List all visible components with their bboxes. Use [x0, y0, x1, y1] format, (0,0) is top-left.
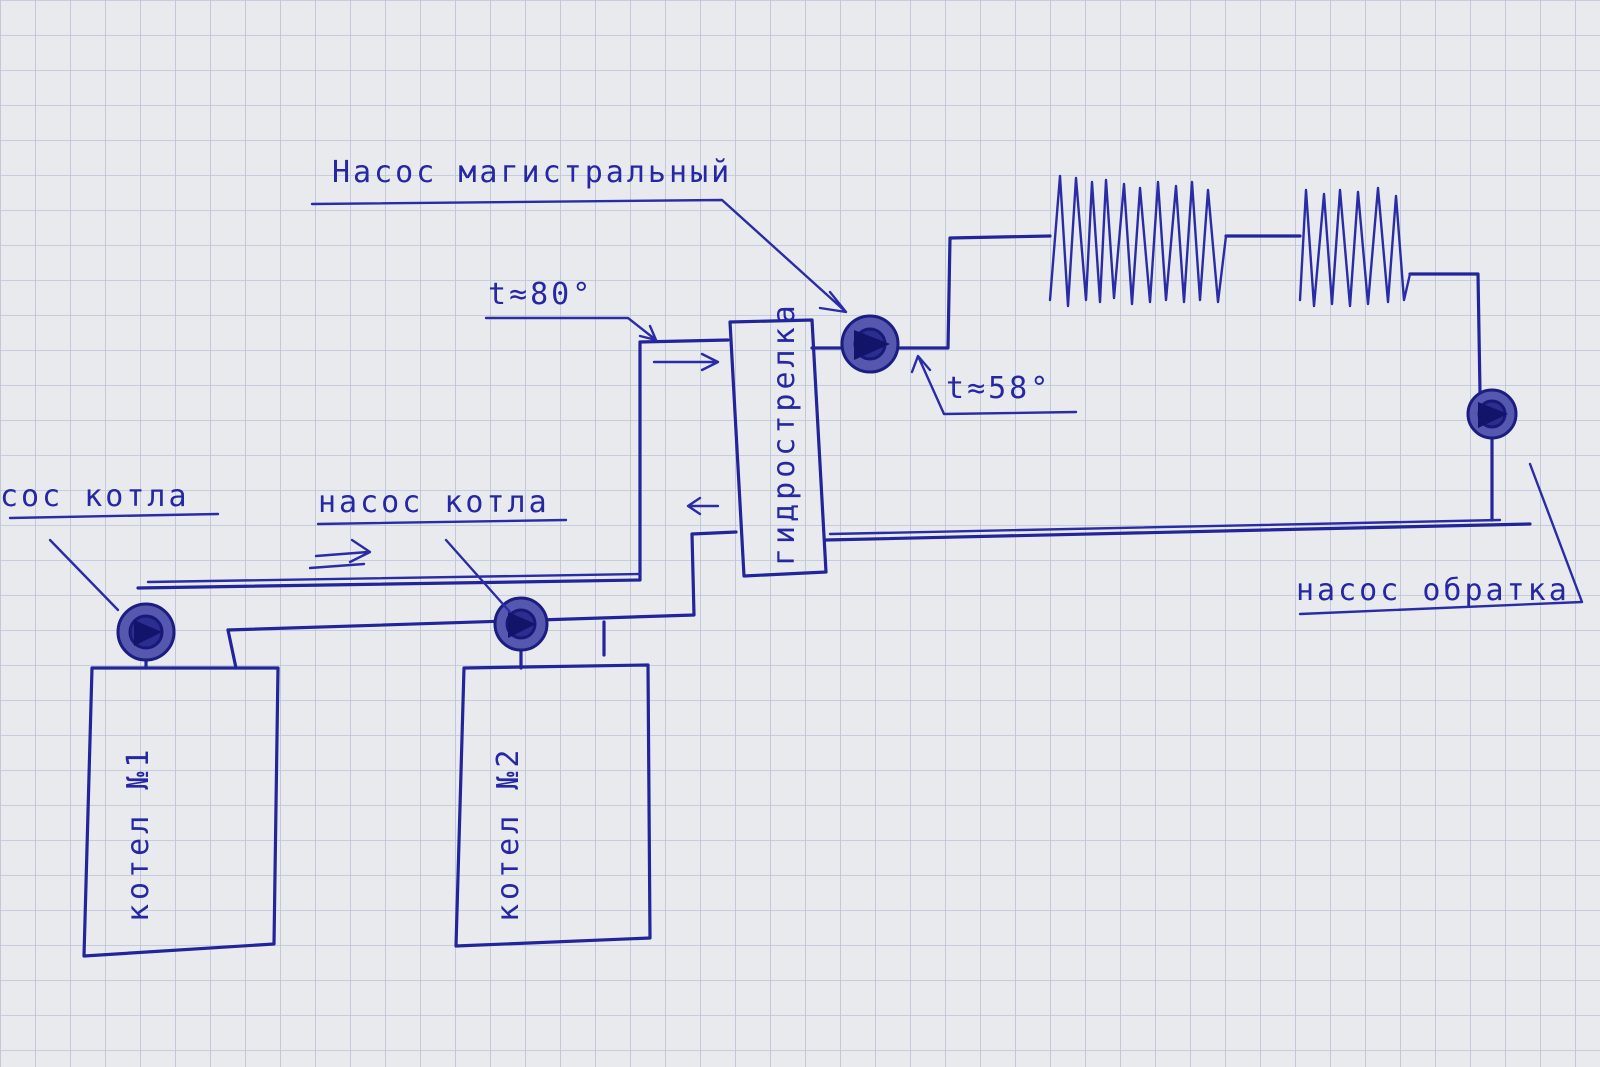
pump-icon: [840, 314, 900, 374]
heating-supply-pipe: [810, 234, 1494, 522]
radiator-icon: [1048, 174, 1228, 308]
return-temperature-label: t≈58°: [946, 371, 1051, 406]
pump-icon: [1466, 388, 1518, 440]
flow-arrow-icon: [686, 496, 720, 516]
flow-arrow-icon: [308, 538, 372, 570]
supply-pipe: [136, 338, 730, 590]
main-pump-label: Насос магистральный: [332, 155, 732, 190]
return-pump-label: насос обратка: [1296, 573, 1570, 608]
hydraulic-separator-label: гидрострелка: [767, 301, 802, 566]
boiler-pump-1-label: сос котла: [0, 479, 190, 514]
boiler-2-label: котел №2: [491, 746, 526, 923]
supply-temperature-label: t≈80°: [488, 277, 593, 312]
flow-arrow-icon: [652, 352, 720, 372]
pump-icon: [493, 596, 549, 652]
pump-icon: [116, 602, 176, 662]
boiler-1-label: котел №1: [121, 746, 156, 923]
radiator-icon: [1298, 186, 1412, 308]
leader-lines: [8, 198, 1584, 616]
boiler-2: [454, 663, 652, 948]
boiler-pump-2-label: насос котла: [318, 485, 550, 520]
hydraulic-separator: [728, 318, 828, 578]
heating-return-pipe: [824, 518, 1532, 542]
boiler-1: [82, 666, 280, 958]
